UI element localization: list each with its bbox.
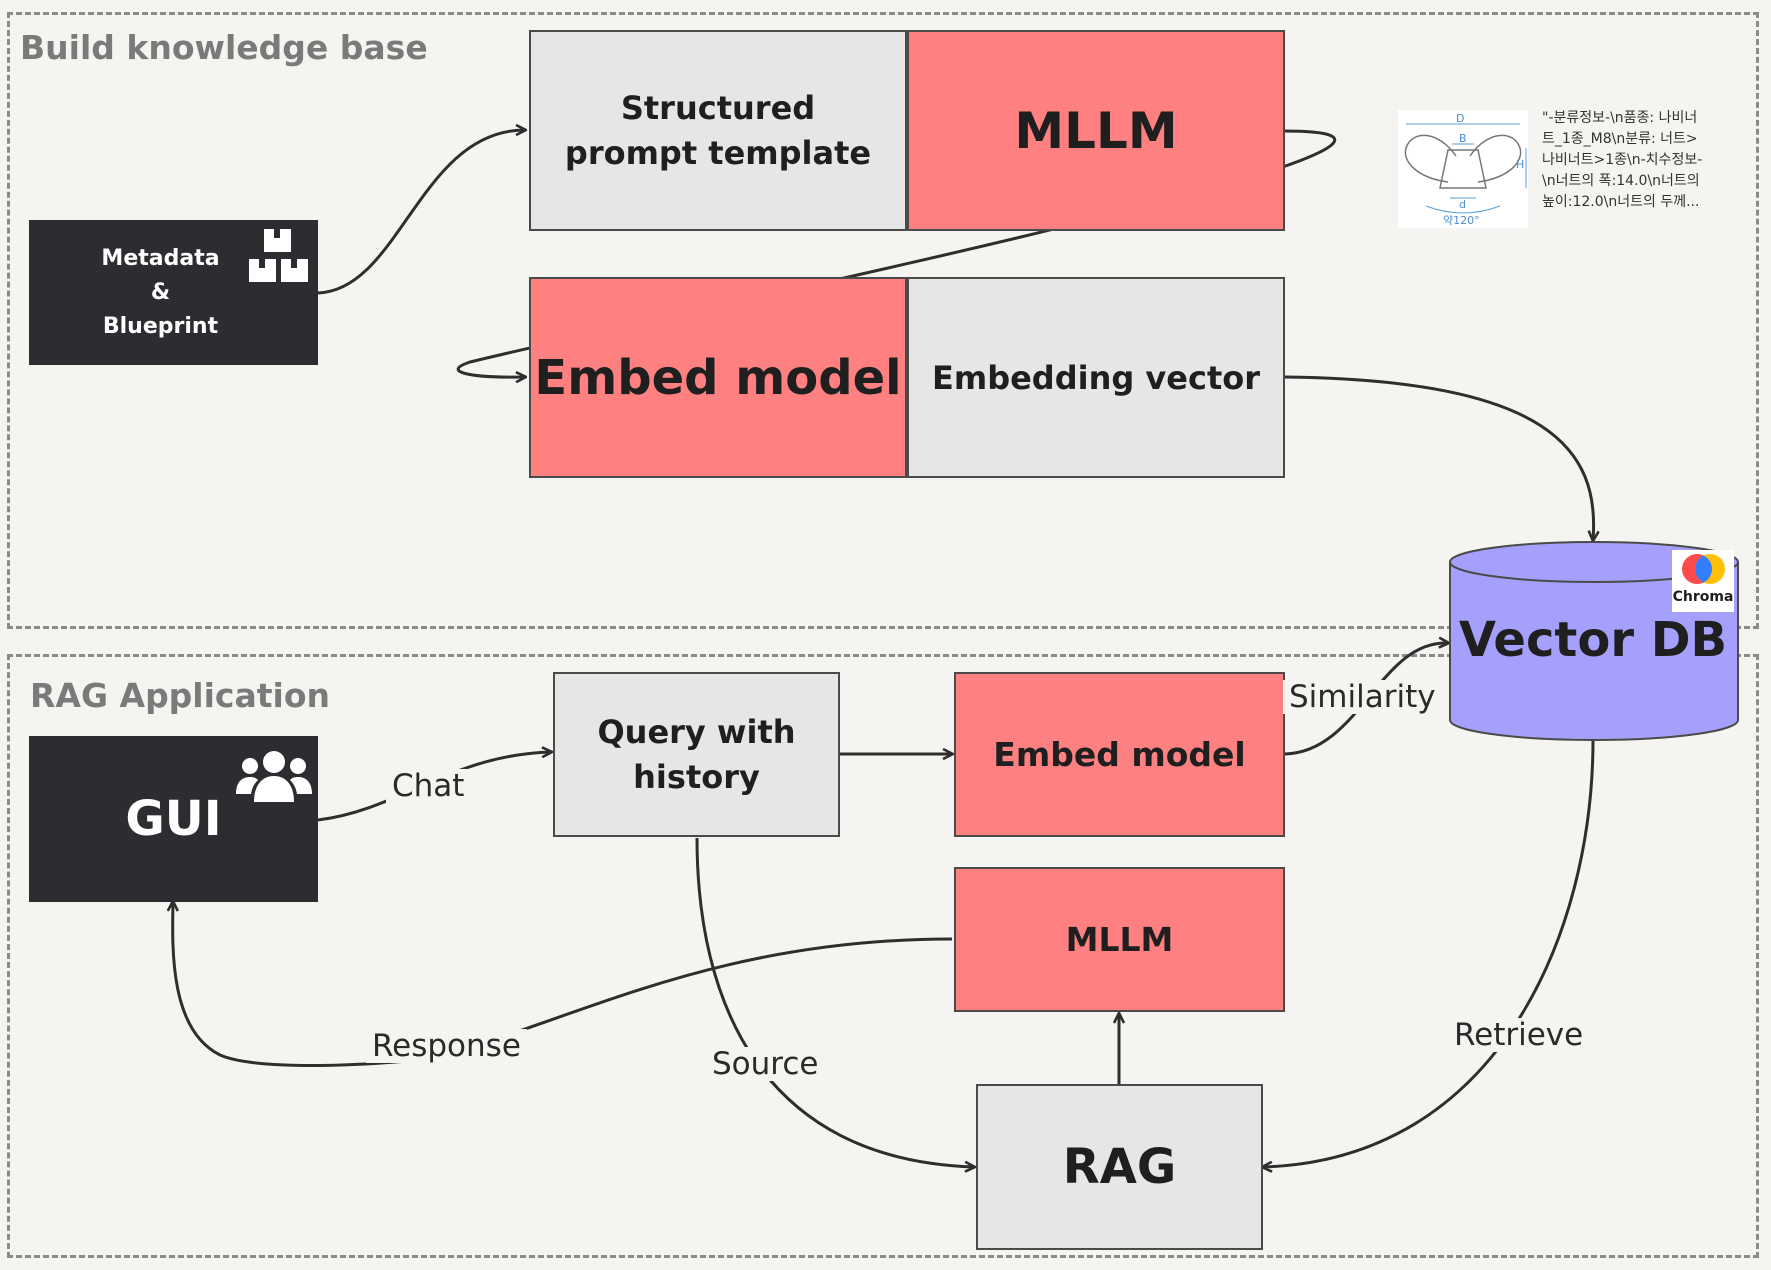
wing-nut-blueprint-image: D B H d 약120° [1398, 110, 1528, 228]
similarity-edge-label: Similarity [1283, 680, 1442, 714]
rag-label: RAG [1062, 1139, 1177, 1195]
retrieve-edge-label: Retrieve [1448, 1018, 1590, 1052]
arrow-retrieve [1263, 739, 1595, 1167]
blueprint-label-d-top: D [1456, 112, 1464, 125]
source-edge-label: Source [706, 1047, 825, 1081]
query-with-history-label: Query with history [597, 712, 796, 796]
gui-label: GUI [125, 791, 222, 847]
response-edge-label: Response [366, 1029, 527, 1063]
structured-prompt-template-label: Structured prompt template [564, 88, 872, 172]
rag-application-region [7, 654, 1759, 1258]
metadata-blueprint-node: Metadata & Blueprint [29, 220, 318, 365]
embed-model-build-label: Embed model [534, 349, 902, 406]
vector-db-node [1449, 541, 1739, 741]
arrow-mllm-to-embed [456, 129, 1337, 377]
blueprint-label-b: B [1459, 132, 1467, 145]
build-knowledge-base-region [7, 12, 1759, 629]
blueprint-label-d-small: d [1459, 198, 1466, 211]
vector-db-label: Vector DB [1458, 612, 1728, 668]
rag-application-label: RAG Application [30, 676, 331, 715]
arrow-metadata-to-template [317, 130, 525, 295]
mllm-rag-label: MLLM [1065, 920, 1174, 959]
embed-model-rag-node: Embed model [954, 672, 1285, 837]
chroma-badge-label: Chroma [1672, 589, 1734, 605]
chroma-badge: Chroma [1672, 550, 1734, 612]
sample-metadata-text: "-분류정보-\n품종: 나비너트_1종_M8\n분류: 너트>나비너트>1종\… [1542, 110, 1703, 210]
metadata-blueprint-label: Metadata & Blueprint [101, 245, 220, 339]
rag-node: RAG [976, 1084, 1263, 1250]
blueprint-label-angle: 약120° [1443, 213, 1480, 227]
chroma-logo-icon [1682, 554, 1725, 584]
chat-edge-label: Chat [386, 769, 471, 803]
mllm-rag-node: MLLM [954, 867, 1285, 1012]
arrow-source [695, 837, 974, 1167]
mllm-build-label: MLLM [1014, 101, 1178, 160]
embed-model-rag-label: Embed model [993, 735, 1246, 774]
structured-prompt-template-node: Structured prompt template [529, 30, 907, 231]
gui-node[interactable]: GUI [29, 736, 318, 902]
users-icon [236, 751, 312, 802]
build-knowledge-base-label: Build knowledge base [20, 28, 428, 67]
mllm-build-node: MLLM [907, 30, 1285, 231]
blueprint-label-h: H [1516, 158, 1524, 171]
boxes-icon [249, 229, 308, 282]
embed-model-build-node: Embed model [529, 277, 907, 478]
arrow-response [173, 902, 953, 1067]
embedding-vector-label: Embedding vector [931, 358, 1260, 397]
embedding-vector-node: Embedding vector [907, 277, 1285, 478]
query-with-history-node: Query with history [553, 672, 840, 837]
arrow-embedding-to-vectordb [1284, 375, 1594, 540]
